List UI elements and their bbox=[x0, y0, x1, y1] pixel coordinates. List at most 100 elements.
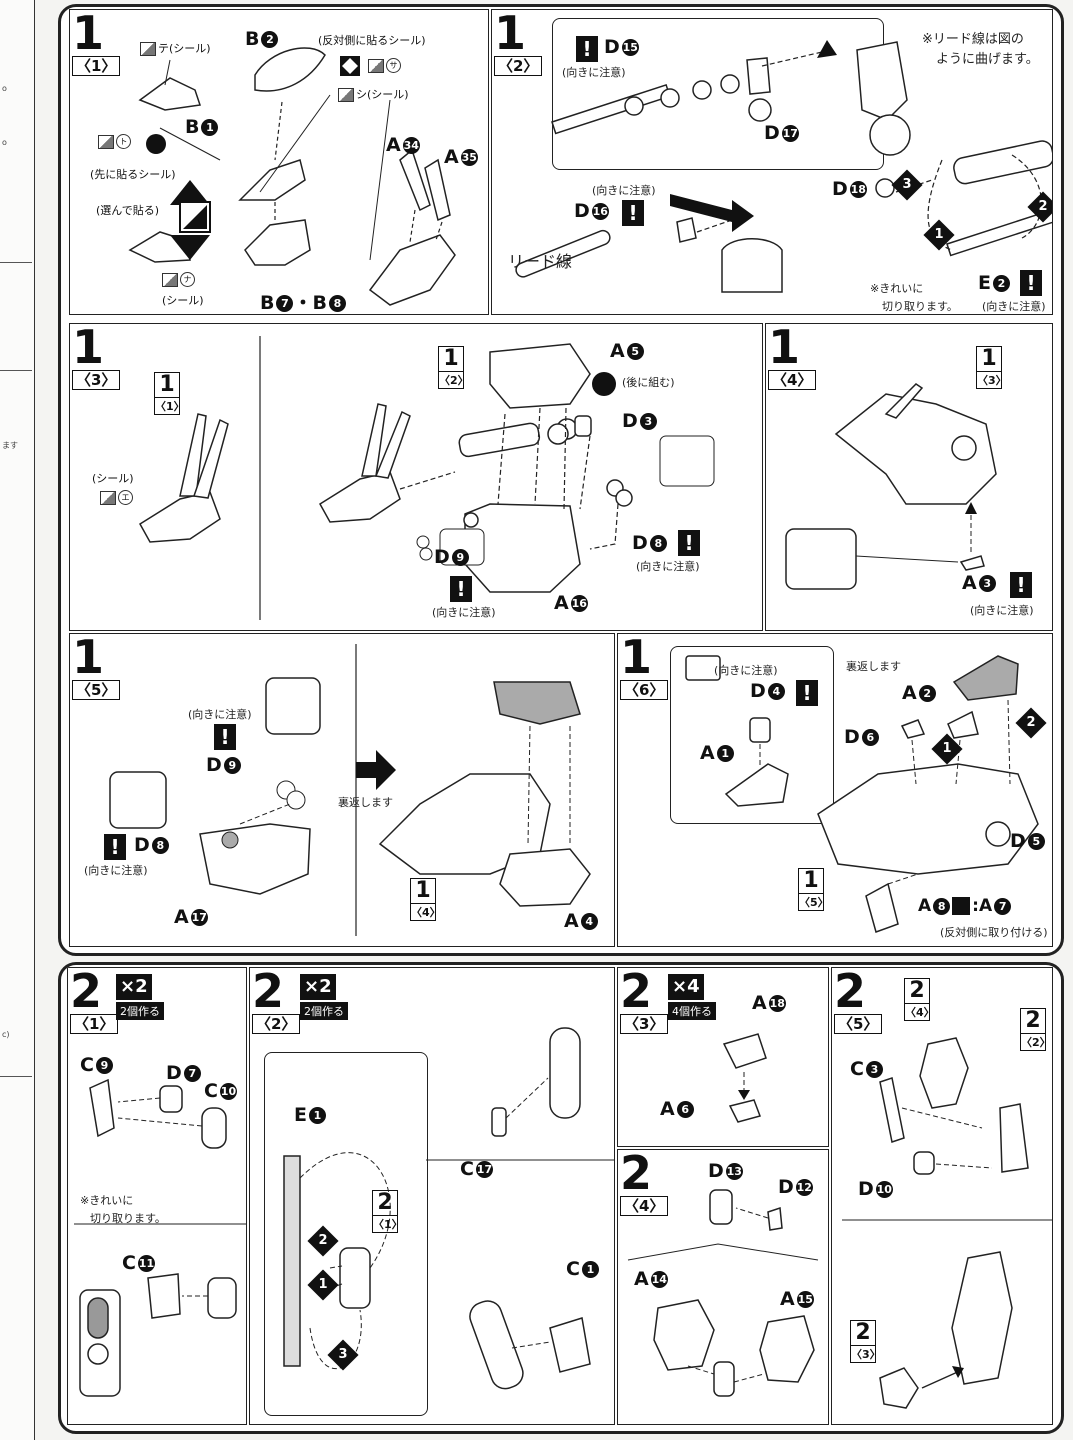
margin-fragment: o bbox=[2, 84, 7, 93]
part-number: 9 bbox=[451, 549, 469, 566]
part-number: 17 bbox=[781, 125, 799, 142]
seal-label: シ(シール) bbox=[356, 88, 409, 101]
ref-number: 1 bbox=[976, 346, 1002, 372]
caution-note: (向きに注意) bbox=[592, 184, 656, 197]
cut-note: 切り取ります。 bbox=[90, 1212, 166, 1225]
margin-fragment: o bbox=[2, 138, 7, 147]
lead-wire-note: ように曲げます。 bbox=[936, 52, 1039, 67]
step-tag: 2 〈3〉 bbox=[620, 968, 669, 1034]
caution-icon: ! bbox=[214, 724, 236, 750]
quantity-note: 4個作る bbox=[668, 1002, 716, 1020]
part-letter: D bbox=[832, 178, 848, 200]
step-1-sheet: 1 〈1〉 bbox=[58, 4, 1064, 956]
order-badge: 3 bbox=[891, 169, 923, 201]
order-badge: 1 bbox=[931, 733, 963, 765]
part-number: 3 bbox=[865, 1061, 883, 1078]
seal-sa: サ bbox=[368, 58, 401, 73]
step-tag: 2 〈4〉 bbox=[620, 1149, 669, 1216]
step-number: 1 bbox=[494, 9, 526, 60]
part-letter: C bbox=[204, 1080, 218, 1102]
part-number: 5 bbox=[626, 343, 644, 360]
order-number: 1 bbox=[318, 1277, 328, 1292]
assemble-later-note: (後に組む) bbox=[622, 376, 675, 389]
ref-sub: 〈5〉 bbox=[798, 894, 829, 911]
step-substep: 〈5〉 bbox=[72, 680, 121, 700]
step-tag: 2 〈2〉 bbox=[252, 968, 301, 1034]
ref-sub: 〈2〉 bbox=[1020, 1034, 1051, 1051]
order-number: 2 bbox=[318, 1233, 328, 1248]
part-letter: D bbox=[708, 1160, 724, 1182]
step-substep: 〈5〉 bbox=[834, 1014, 883, 1034]
part-number: 2 bbox=[992, 275, 1010, 292]
order-badge: 2 bbox=[307, 1225, 339, 1257]
caution-note: (向きに注意) bbox=[432, 606, 496, 619]
panel-1-6: 1 〈6〉 (向きに注意) bbox=[617, 633, 1053, 947]
part-number: 8 bbox=[151, 837, 169, 854]
seal-icon bbox=[338, 88, 354, 102]
part-number: 18 bbox=[849, 181, 867, 198]
part-number: 2 bbox=[261, 31, 279, 48]
ref-number: 1 bbox=[410, 878, 436, 904]
part-letter: D bbox=[632, 532, 648, 554]
step-number: 2 bbox=[70, 967, 102, 1018]
seal-icon bbox=[140, 42, 156, 56]
adjacent-page-margin: o o ます c) bbox=[0, 0, 35, 1440]
step-substep: 〈1〉 bbox=[70, 1014, 119, 1034]
part-letter: B bbox=[260, 292, 275, 314]
ref-number: 1 bbox=[154, 372, 180, 398]
step-substep: 〈1〉 bbox=[72, 56, 121, 76]
assembly-illustration bbox=[492, 40, 1052, 314]
seal-e: エ bbox=[100, 490, 133, 505]
step-substep: 〈2〉 bbox=[494, 56, 543, 76]
caution-icon: ! bbox=[622, 200, 644, 226]
part-number: 10 bbox=[219, 1083, 237, 1100]
part-number: 1 bbox=[716, 745, 734, 762]
step-tag: 2 〈5〉 bbox=[834, 968, 883, 1034]
part-letter: C bbox=[566, 1258, 580, 1280]
assembly-illustration bbox=[70, 10, 488, 314]
ref-step-2-1: 2〈1〉 bbox=[372, 1190, 403, 1233]
order-number: 2 bbox=[1038, 199, 1048, 214]
part-letter: C bbox=[460, 1158, 474, 1180]
part-number: 8 bbox=[328, 295, 346, 312]
caution-icon: ! bbox=[678, 530, 700, 556]
ref-step-2-3: 2〈3〉 bbox=[850, 1320, 881, 1363]
ref-step-1-3: 1〈3〉 bbox=[976, 346, 1007, 389]
part-letter: A bbox=[902, 682, 917, 704]
caution-icon: ! bbox=[796, 680, 818, 706]
ref-step-1-5: 1〈5〉 bbox=[798, 868, 829, 911]
lead-wire-label: リード線 bbox=[508, 252, 573, 271]
assembly-illustration bbox=[618, 968, 828, 1146]
step-tag: 1 〈5〉 bbox=[72, 634, 121, 700]
part-number: 9 bbox=[223, 757, 241, 774]
part-number: 4 bbox=[767, 683, 785, 700]
part-number: 11 bbox=[137, 1255, 155, 1272]
order-badge: 3 bbox=[327, 1339, 359, 1371]
part-number: 8 bbox=[933, 897, 951, 915]
order-badge: 2 bbox=[1015, 707, 1047, 739]
assembly-illustration bbox=[832, 968, 1052, 1424]
part-letter: D bbox=[778, 1176, 794, 1198]
part-letter: A bbox=[564, 910, 579, 932]
ref-number: 2 bbox=[850, 1320, 876, 1346]
part-letter: D bbox=[434, 546, 450, 568]
part-letter: D bbox=[750, 680, 766, 702]
step-number: 2 bbox=[620, 1149, 652, 1200]
part-number: 17 bbox=[190, 909, 208, 926]
ref-sub: 〈3〉 bbox=[850, 1346, 881, 1363]
part-letter: A bbox=[962, 572, 977, 594]
step-number: 1 bbox=[768, 323, 800, 374]
step-tag: 1 〈6〉 bbox=[620, 634, 669, 700]
